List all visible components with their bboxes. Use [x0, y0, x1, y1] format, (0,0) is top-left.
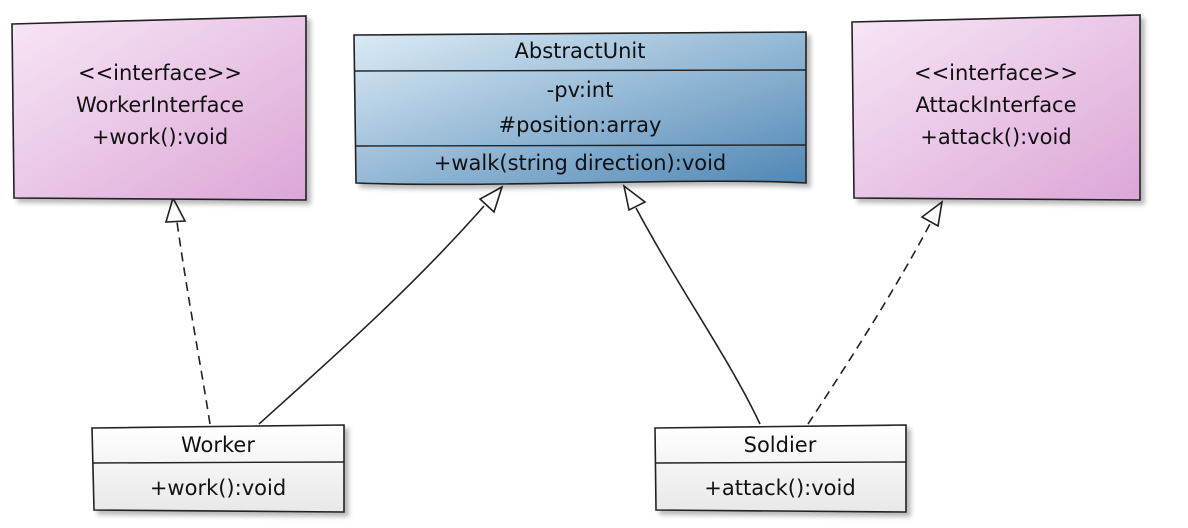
soldier-node[interactable]: Soldier +attack():void: [654, 424, 907, 513]
worker-interface-stereotype: <<interface>>: [78, 61, 242, 85]
soldier-method: +attack():void: [704, 476, 855, 500]
attack-interface-stereotype: <<interface>>: [914, 61, 1078, 85]
abstract-unit-attribute: -pv:int: [547, 78, 614, 102]
worker-interface-name: WorkerInterface: [76, 93, 244, 117]
soldier-name: Soldier: [744, 433, 817, 457]
worker-interface-node[interactable]: <<interface>> WorkerInterface +work():vo…: [11, 15, 307, 201]
edge-worker-realizes-worker-interface: [164, 195, 211, 425]
worker-method: +work():void: [150, 476, 286, 500]
attack-interface-name: AttackInterface: [915, 93, 1076, 117]
worker-node[interactable]: Worker +work():void: [91, 424, 345, 513]
edge-soldier-extends-abstract-unit: [622, 184, 761, 425]
worker-name: Worker: [181, 433, 255, 457]
attack-interface-method: +attack():void: [920, 125, 1071, 149]
abstract-unit-name: AbstractUnit: [515, 39, 646, 63]
abstract-unit-method: +walk(string direction):void: [434, 151, 727, 175]
abstract-unit-attribute: #position:array: [499, 113, 662, 137]
edge-worker-extends-abstract-unit: [258, 185, 504, 425]
worker-interface-method: +work():void: [92, 125, 228, 149]
abstract-unit-node[interactable]: AbstractUnit -pv:int #position:array +wa…: [353, 31, 807, 186]
edge-soldier-realizes-attack-interface: [807, 200, 944, 425]
attack-interface-node[interactable]: <<interface>> AttackInterface +attack():…: [851, 14, 1141, 201]
